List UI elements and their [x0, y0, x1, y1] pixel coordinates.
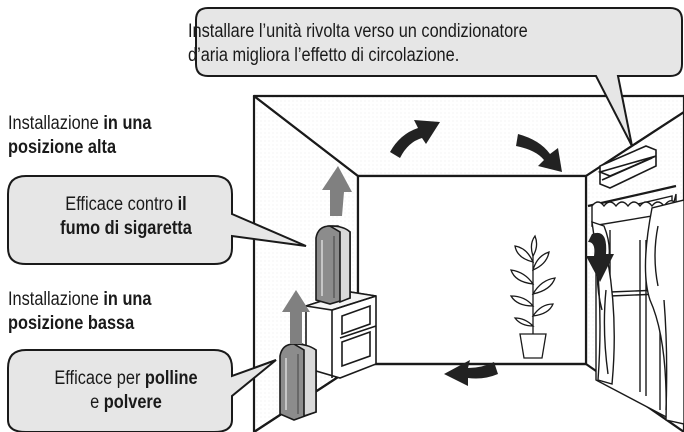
label-low-bold: in una [103, 289, 152, 310]
label-high-bold: in una [103, 113, 152, 134]
airflow-arrow-black-up [390, 120, 440, 158]
top-info-line2: d’aria migliora l’effetto di circolazion… [188, 45, 460, 66]
label-low-prefix: Installazione [8, 289, 104, 310]
top-info-line1: Installare l’unità rivolta verso un cond… [188, 21, 528, 42]
bubble-low-line2-bold: polvere [103, 392, 162, 413]
plant-icon [509, 234, 556, 359]
label-high-position: Installazione in una posizione alta [8, 112, 151, 160]
bubble-high-shape [7, 175, 307, 265]
bubble-low-bold: polline [144, 368, 198, 389]
label-low-position: Installazione in una posizione bassa [8, 288, 151, 336]
bubble-high-prefix: Efficace contro [65, 194, 178, 215]
label-low-line2: posizione bassa [8, 313, 135, 334]
airflow-arrow-gray-lower [282, 290, 310, 344]
bubble-high-text: Efficace contro il fumo di sigaretta [14, 193, 238, 241]
top-info-bubble [195, 7, 683, 147]
airflow-arrows [282, 120, 614, 386]
bubble-low-line2-prefix: e [90, 392, 104, 413]
bubble-low-text: Efficace per polline e polvere [14, 367, 238, 415]
top-info-text: Installare l’unità rivolta verso un cond… [188, 20, 670, 68]
airflow-arrow-gray-upper [322, 166, 352, 216]
label-high-prefix: Installazione [8, 113, 104, 134]
airflow-arrow-black-down [586, 232, 614, 282]
window-curtain-icon [587, 184, 684, 425]
air-conditioner-icon [597, 145, 657, 189]
airflow-arrow-black-right [516, 134, 562, 172]
airflow-arrow-black-left [444, 360, 498, 386]
bubble-high-bold: il [177, 194, 187, 215]
air-purifier-high [315, 225, 351, 305]
bubble-low-prefix: Efficace per [54, 368, 145, 389]
bubble-high-line2: fumo di sigaretta [60, 218, 192, 239]
label-high-line2: posizione alta [8, 137, 117, 158]
air-purifier-low [279, 343, 317, 421]
